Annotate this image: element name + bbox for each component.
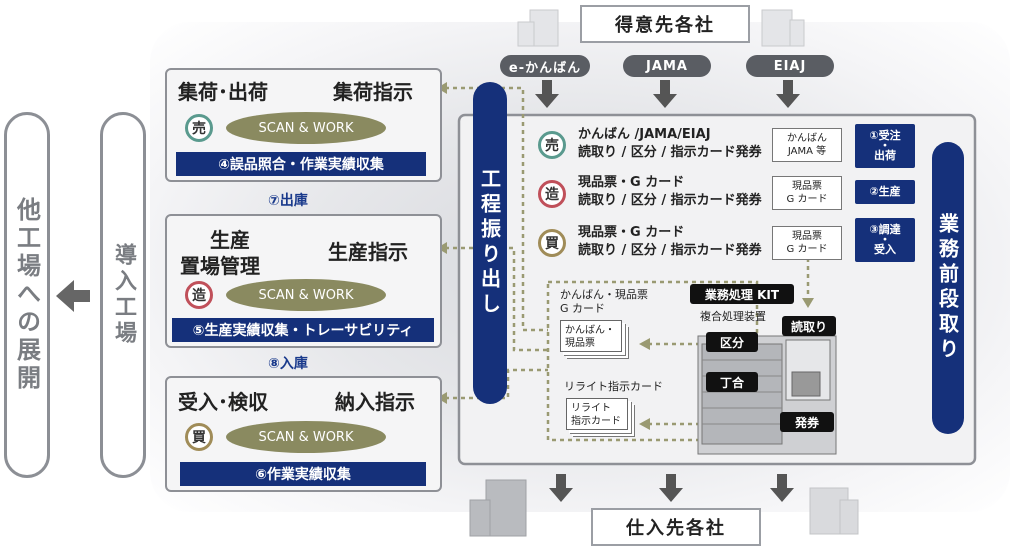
- dispatch-pill: 工程振り出し: [473, 82, 507, 404]
- receiving-instruction: 納入指示: [335, 390, 415, 414]
- flow-make-doc-box: 現品票 G カード: [772, 176, 842, 210]
- step-procurement: ③調達 ・ 受入: [855, 218, 915, 262]
- expand-left-arrow: [56, 280, 90, 312]
- kit-collate-tag: 丁合: [706, 372, 758, 392]
- flow-sell-line1: かんばん /JAMA/EIAJ: [578, 127, 711, 142]
- rewrite-card: リライト 指示カード: [566, 398, 628, 430]
- customers-box: 得意先各社: [580, 5, 750, 43]
- receiving-banner: ⑥作業実績収集: [180, 462, 426, 486]
- sell-seal-char: 売: [192, 121, 206, 137]
- card-group-label-line: G カード: [560, 302, 606, 315]
- source-down-arrows: [535, 80, 800, 108]
- flow-buy-line2: 読取り / 区分 / 指示カード発券: [578, 243, 762, 258]
- source-e-kanban: e-かんばん: [500, 55, 590, 77]
- flow-make-line1: 現品票・G カード: [578, 175, 685, 190]
- card-text: 現品票: [565, 338, 595, 349]
- doc-box-line: 現品票: [792, 231, 822, 242]
- kit-read-tag: 読取り: [782, 316, 836, 336]
- building-icon: [517, 9, 559, 47]
- flow-sell-seal-char: 売: [545, 138, 559, 154]
- flow-sell-line2: 読取り / 区分 / 指示カード発券: [578, 145, 762, 160]
- doc-box-line: かんばん: [787, 133, 827, 144]
- suppliers-box: 仕入先各社: [591, 508, 761, 546]
- building-icon: [761, 9, 805, 47]
- flow-buy-seal-char: 買: [545, 236, 559, 252]
- doc-box-line: G カード: [786, 244, 828, 255]
- card-text: リライト: [571, 403, 611, 414]
- card-group-label-line: かんばん・現品票: [560, 288, 648, 301]
- card-text: かんばん・: [565, 325, 615, 336]
- scan-and-work-shipping[interactable]: SCAN & WORK: [226, 112, 386, 144]
- pilot-factory-pill: 導入工場: [100, 112, 146, 478]
- step-line: ・: [879, 233, 891, 246]
- building-icon: [469, 479, 527, 537]
- kit-subtitle: 複合処理装置: [700, 310, 766, 323]
- card-text: 指示カード: [571, 416, 621, 427]
- card-group-1-label: かんばん・現品票 G カード: [560, 288, 648, 316]
- step-line: ③調達: [869, 223, 901, 236]
- flow-sell-seal: 売: [538, 131, 566, 159]
- suppliers-label: 仕入先各社: [626, 518, 726, 539]
- building-icon: [809, 487, 859, 535]
- link-out: ⑦出庫: [268, 193, 308, 209]
- dispatch-label: 工程振り出し: [477, 168, 502, 318]
- scan-and-work-receiving[interactable]: SCAN & WORK: [226, 421, 386, 453]
- scan-and-work-production[interactable]: SCAN & WORK: [226, 279, 386, 311]
- flow-make-seal: 造: [538, 180, 566, 208]
- sell-seal: 売: [185, 114, 213, 142]
- flow-buy-seal: 買: [538, 229, 566, 257]
- kit-title: 業務処理 KIT: [690, 284, 794, 304]
- buy-seal-char: 買: [192, 430, 206, 446]
- flow-buy-doc-box: 現品票 G カード: [772, 226, 842, 260]
- kanban-card: かんばん・ 現品票: [560, 320, 622, 352]
- step-line: 出荷: [874, 149, 896, 162]
- front-setup-label: 業務前段取り: [935, 213, 960, 363]
- kit-issue-tag: 発券: [780, 412, 834, 432]
- doc-box-line: G カード: [786, 194, 828, 205]
- flow-buy-line1: 現品票・G カード: [578, 225, 685, 240]
- step-line: ②生産: [869, 185, 901, 198]
- shipping-title: 集荷･出荷: [178, 80, 268, 104]
- other-factory-label: 他工場への展開: [12, 197, 41, 393]
- step-line: 受入: [874, 243, 896, 256]
- step-order-shipping: ①受注 ・ 出荷: [855, 124, 915, 168]
- card-group-2-label: リライト指示カード: [564, 380, 663, 393]
- shipping-instruction: 集荷指示: [333, 80, 413, 104]
- make-seal-char: 造: [192, 288, 206, 304]
- pilot-factory-label: 導入工場: [111, 243, 136, 347]
- dotted-arrowheads: [437, 82, 814, 430]
- processing-machine-illustration: [697, 335, 837, 455]
- production-instruction: 生産指示: [328, 240, 408, 264]
- shipping-banner: ④誤品照合・作業実績収集: [176, 152, 426, 176]
- customers-label: 得意先各社: [615, 15, 715, 36]
- step-production: ②生産: [855, 180, 915, 204]
- source-jama: JAMA: [623, 55, 711, 77]
- make-seal: 造: [185, 281, 213, 309]
- receiving-title: 受入･検収: [178, 390, 268, 414]
- production-banner: ⑤生産実績収集・トレーサビリティ: [172, 318, 434, 342]
- production-title-1: 生産: [210, 228, 250, 252]
- other-factory-pill: 他工場への展開: [4, 112, 50, 478]
- flow-make-line2: 読取り / 区分 / 指示カード発券: [578, 193, 762, 208]
- flow-sell-doc-box: かんばん JAMA 等: [772, 128, 842, 162]
- source-eiaj: EIAJ: [746, 55, 834, 77]
- doc-box-line: 現品票: [792, 181, 822, 192]
- front-setup-pill: 業務前段取り: [932, 142, 964, 434]
- production-title-2: 置場管理: [180, 254, 260, 278]
- link-in: ⑧入庫: [268, 356, 308, 372]
- kit-sort-tag: 区分: [706, 332, 758, 352]
- buy-seal: 買: [185, 423, 213, 451]
- step-line: ①受注: [869, 129, 901, 142]
- supplier-down-arrows: [549, 474, 794, 502]
- doc-box-line: JAMA 等: [787, 146, 827, 157]
- flow-make-seal-char: 造: [545, 187, 559, 203]
- step-line: ・: [879, 139, 891, 152]
